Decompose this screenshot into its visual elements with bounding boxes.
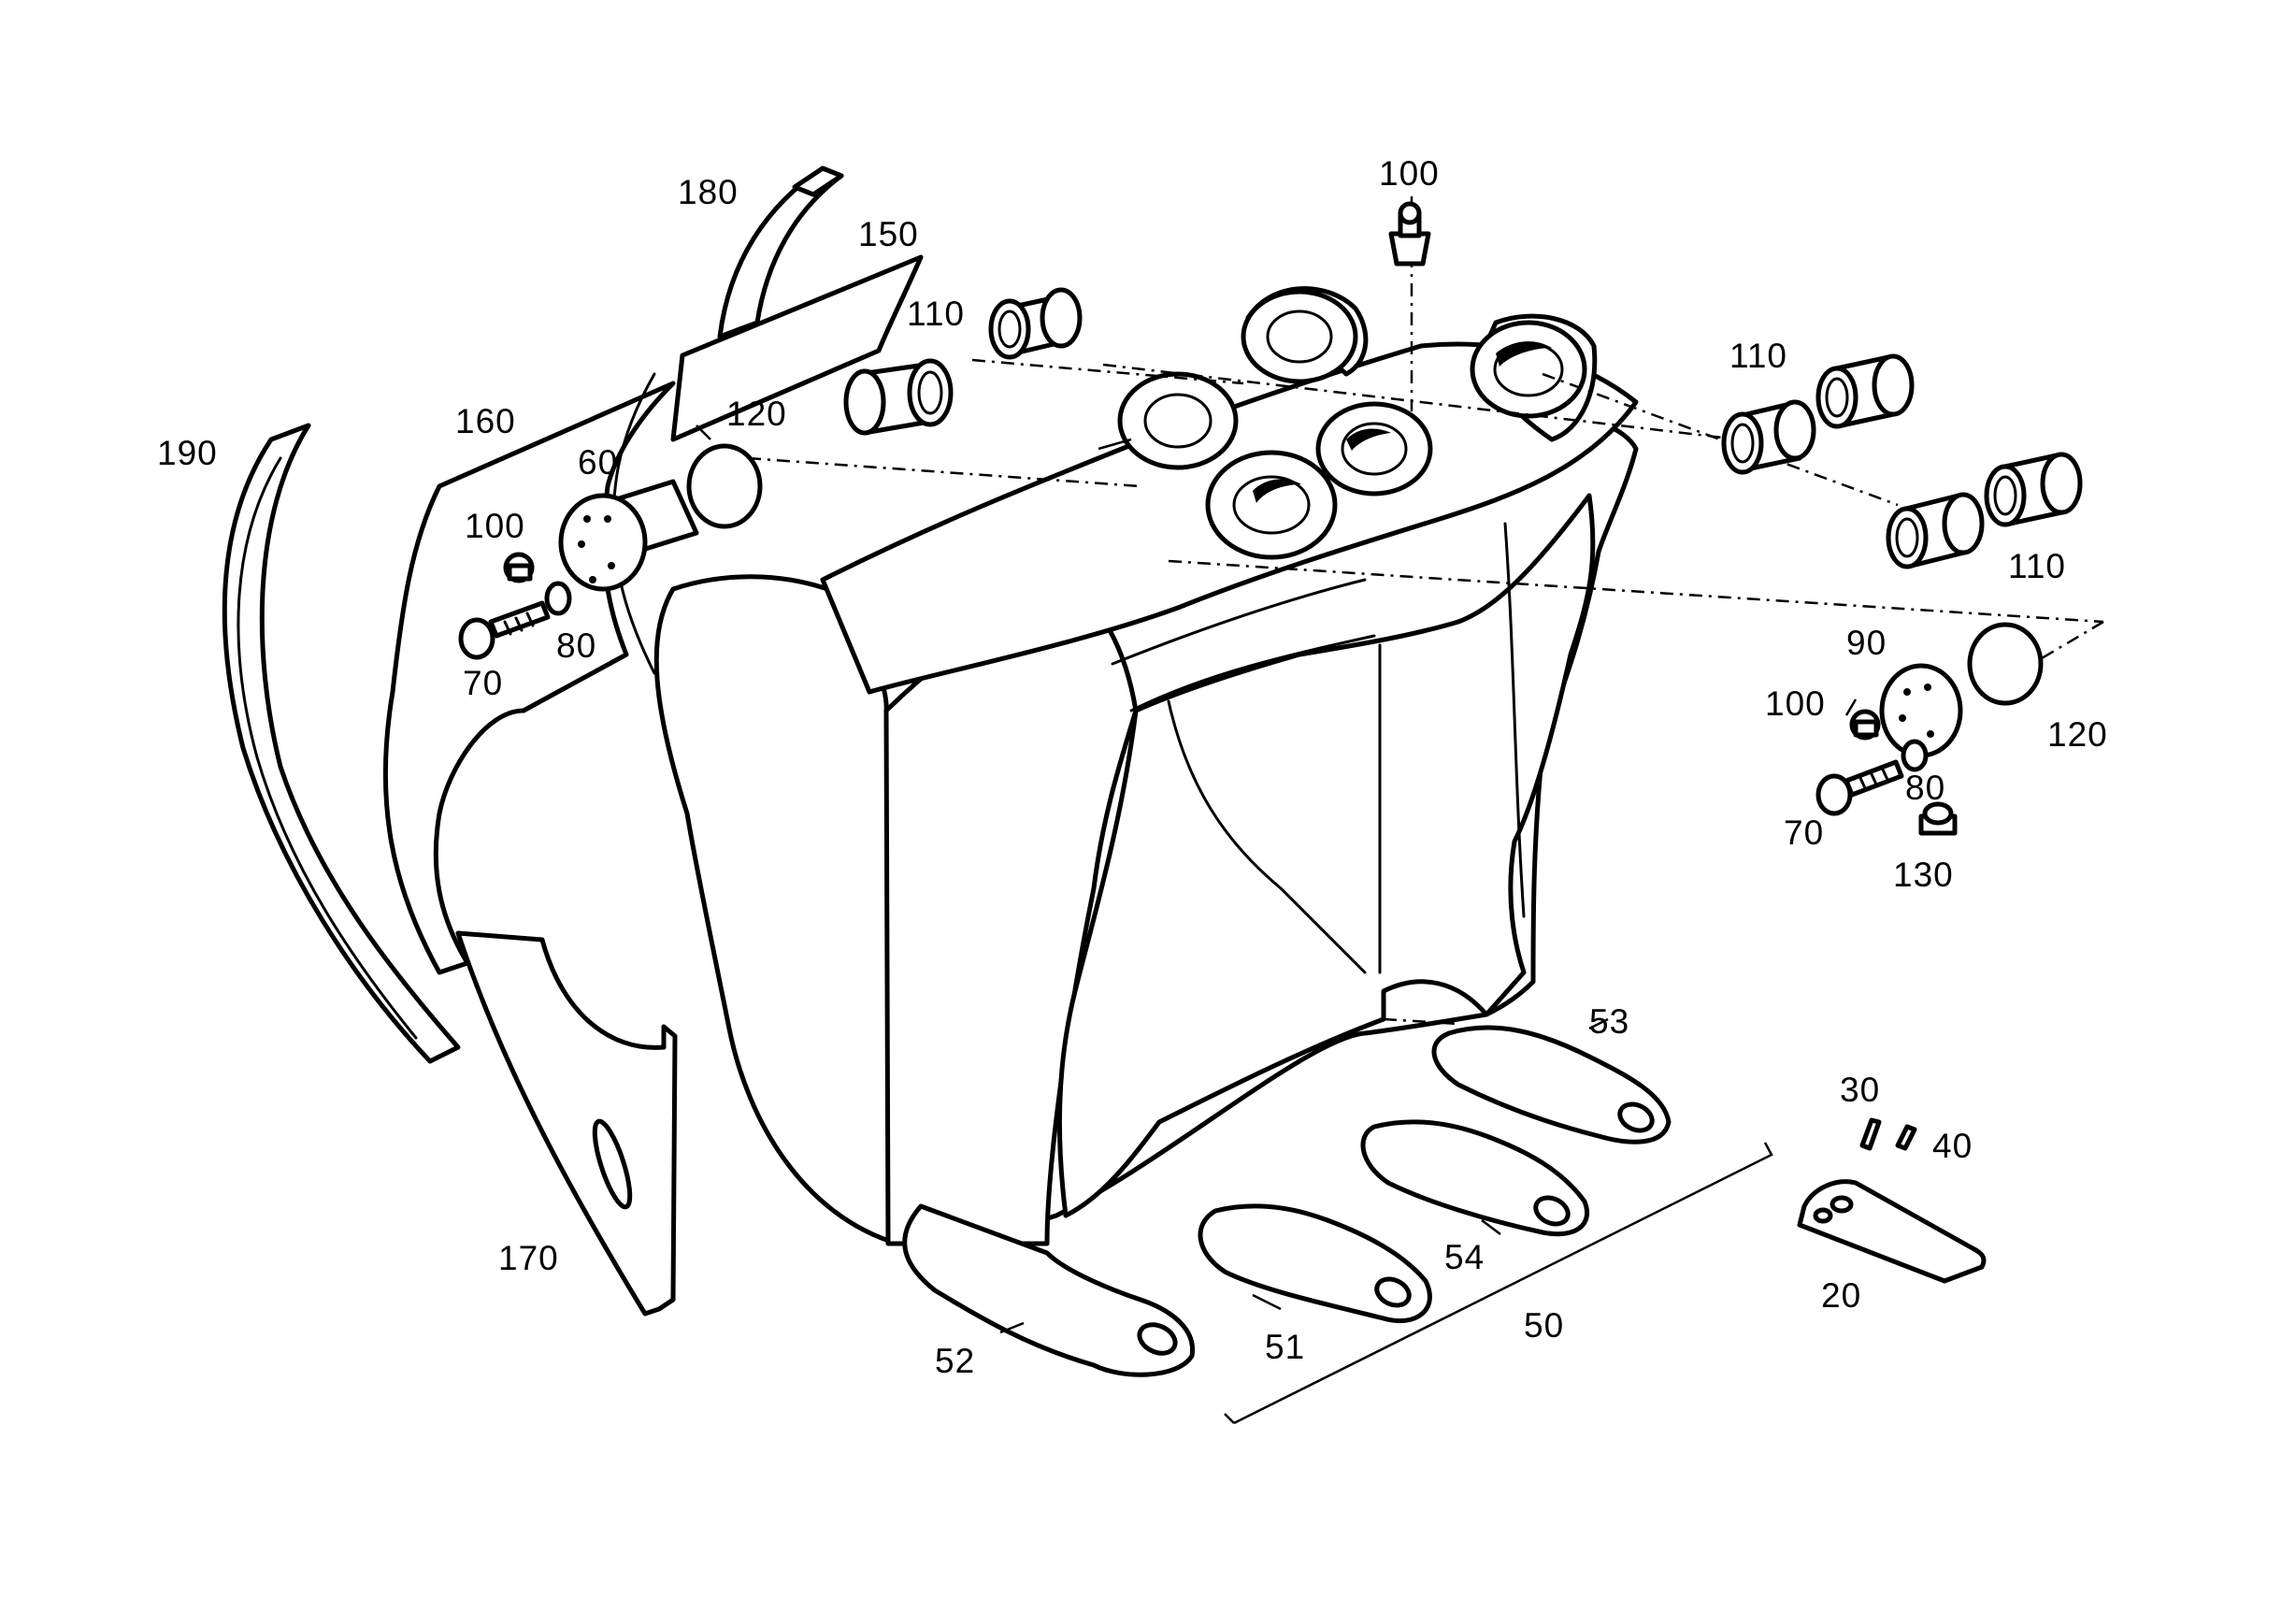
grease-nipple-top — [1388, 201, 1431, 266]
label-54: 54 — [1444, 1238, 1485, 1276]
plug-130 — [1918, 801, 1958, 836]
bracket-50 — [1233, 1142, 1773, 1425]
pin-40 — [1895, 1124, 1917, 1151]
label-130: 130 — [1893, 856, 1954, 894]
o-ring-120-left — [686, 443, 763, 529]
label-150: 150 — [858, 215, 919, 253]
adapter-tooth-20 — [1797, 1179, 1987, 1284]
label-50: 50 — [1524, 1306, 1564, 1345]
label-180: 180 — [678, 173, 739, 211]
label-30: 30 — [1840, 1071, 1880, 1109]
washer-80-right — [1901, 739, 1929, 772]
label-100-left: 100 — [465, 507, 525, 545]
side-plate-150 — [670, 254, 924, 442]
bushing-150 — [843, 358, 954, 436]
boss-5 — [1470, 320, 1587, 419]
bushing-110-right-lower — [1886, 492, 1985, 569]
boss-1 — [1117, 371, 1239, 470]
label-110-b: 110 — [1729, 337, 1787, 375]
label-100-top: 100 — [1379, 154, 1440, 193]
pin-60 — [558, 479, 699, 592]
cover-90 — [1879, 663, 1963, 758]
leader-lines — [696, 425, 1858, 1334]
bolt-70-right — [1815, 759, 1904, 816]
bucket-body — [653, 286, 1639, 1246]
label-170: 170 — [498, 1239, 559, 1277]
tooth-53 — [1431, 1025, 1672, 1144]
bushing-110-right-top — [1815, 353, 1915, 429]
label-70-left: 70 — [463, 664, 503, 702]
label-120-a: 120 — [726, 395, 787, 433]
side-strip-190 — [222, 423, 461, 1064]
label-52: 52 — [935, 1342, 975, 1380]
label-90: 90 — [1846, 624, 1887, 662]
label-51: 51 — [1265, 1328, 1305, 1366]
label-110-c: 110 — [2008, 547, 2066, 585]
side-plate-160 — [382, 372, 676, 975]
label-80-left: 80 — [556, 626, 596, 665]
label-160: 160 — [455, 402, 516, 440]
side-plate-170 — [455, 930, 678, 1317]
tooth-54 — [1360, 1119, 1590, 1237]
grease-nipple-right — [1849, 709, 1881, 741]
label-70-right: 70 — [1784, 813, 1824, 852]
boss-4 — [1205, 450, 1338, 560]
bucket-back-plate — [1056, 493, 1596, 1218]
tooth-52 — [902, 1203, 1195, 1377]
label-53: 53 — [1589, 1002, 1629, 1041]
bushing-110-right-far — [1984, 452, 2083, 527]
tooth-51 — [1198, 1203, 1432, 1324]
bushing-110-right-upper — [1721, 399, 1816, 475]
label-20: 20 — [1821, 1276, 1861, 1315]
side-plate-180 — [717, 166, 844, 339]
label-60: 60 — [578, 443, 618, 482]
bushing-110-top-left — [988, 287, 1083, 360]
part-labels: 180 150 110 100 110 110 190 160 120 60 1… — [157, 154, 2108, 1380]
label-100-right: 100 — [1765, 684, 1826, 723]
o-ring-120-right — [1967, 622, 2044, 706]
pin-30 — [1859, 1117, 1882, 1151]
bolt-70-left — [458, 600, 551, 660]
washer-80-left — [544, 581, 572, 616]
label-120-b: 120 — [2047, 715, 2108, 754]
boss-2 — [1241, 289, 1358, 384]
grease-nipple-left — [503, 552, 535, 583]
label-110-a: 110 — [907, 295, 965, 333]
label-80-right: 80 — [1905, 769, 1945, 807]
boss-3 — [1315, 401, 1433, 497]
label-190: 190 — [157, 434, 218, 472]
label-40: 40 — [1932, 1127, 1973, 1165]
